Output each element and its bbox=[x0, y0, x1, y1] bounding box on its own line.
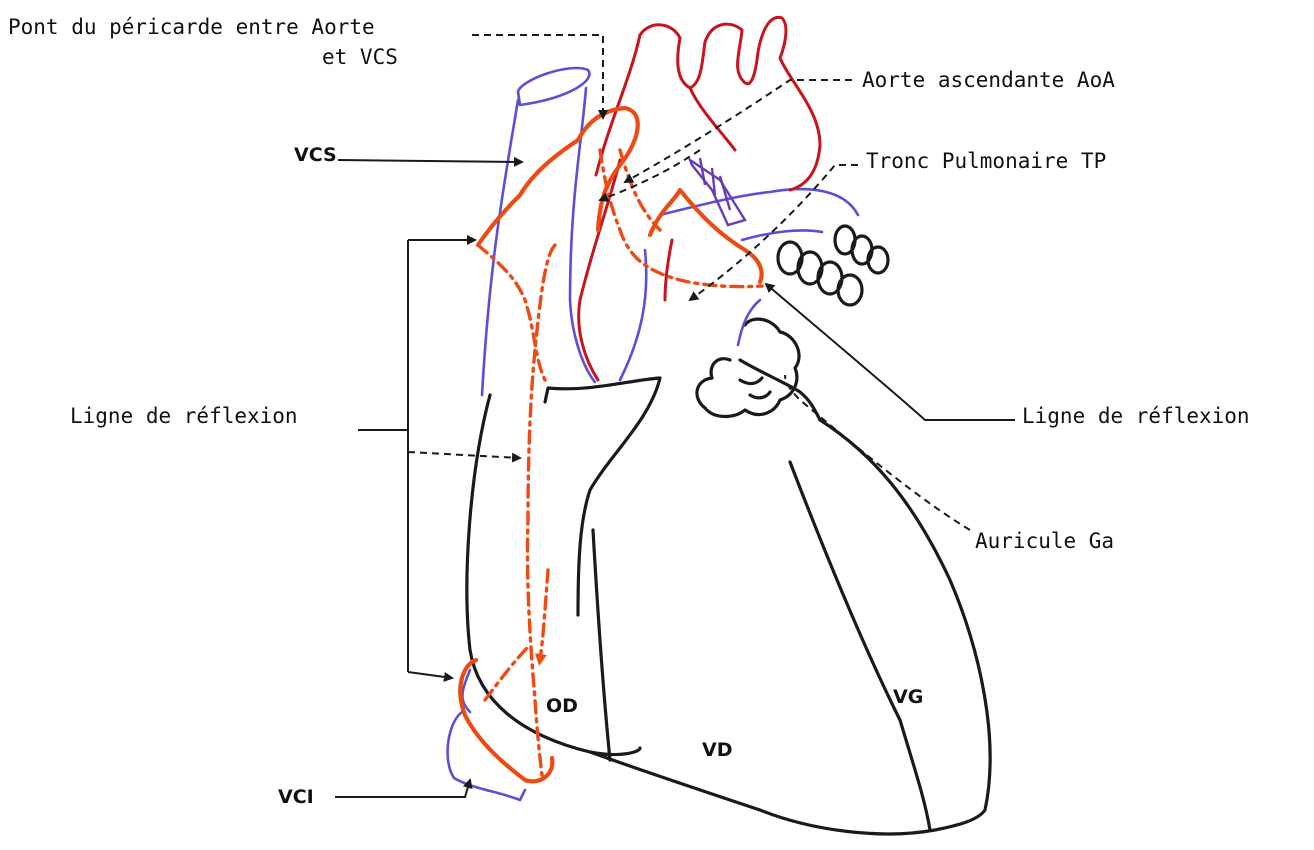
label-auricule-ga: Auricule Ga bbox=[975, 529, 1114, 553]
label-aorte-ascendante: Aorte ascendante AoA bbox=[862, 68, 1115, 92]
pulmonary-veins bbox=[778, 226, 888, 305]
pulmonary-trunk bbox=[620, 189, 858, 380]
label-vcs: VCS bbox=[294, 144, 337, 166]
label-vci: VCI bbox=[278, 786, 314, 808]
label-vd: VD bbox=[702, 739, 732, 761]
label-ligne-reflexion-right: Ligne de réflexion bbox=[1022, 404, 1250, 428]
label-pont-line1: Pont du péricarde entre Aorte bbox=[8, 15, 375, 39]
pericardial-reflection bbox=[460, 108, 762, 781]
labels: Pont du péricarde entre Aorte et VCS Aor… bbox=[8, 15, 1250, 808]
label-ligne-reflexion-left: Ligne de réflexion bbox=[70, 404, 298, 428]
label-tronc-pulmonaire: Tronc Pulmonaire TP bbox=[866, 149, 1106, 173]
label-pont-line2: et VCS bbox=[322, 45, 398, 69]
vena-cava bbox=[448, 68, 595, 800]
aorta bbox=[579, 17, 820, 380]
label-vg: VG bbox=[893, 686, 923, 708]
ligamentum-arteriosum bbox=[690, 158, 745, 225]
label-od: OD bbox=[546, 695, 578, 717]
